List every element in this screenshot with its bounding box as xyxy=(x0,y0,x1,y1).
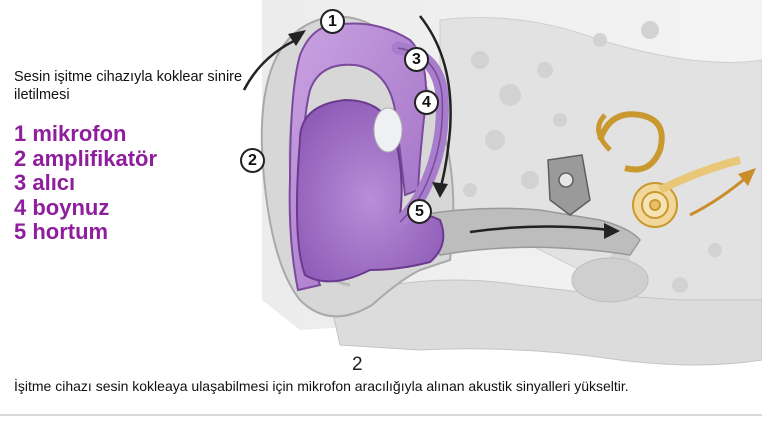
marker-amplifier: 2 xyxy=(240,148,265,173)
diagram-title: Sesin işitme cihazıyla koklear sinire il… xyxy=(14,68,264,104)
legend: 1 mikrofon 2 amplifikatör 3 alıcı 4 boyn… xyxy=(14,122,157,245)
caption: İşitme cihazı sesin kokleaya ulaşabilmes… xyxy=(14,378,634,395)
footer-divider xyxy=(0,414,762,416)
marker-horn: 4 xyxy=(414,90,439,115)
marker-receiver: 3 xyxy=(404,47,429,72)
legend-item-amplifier: 2 amplifikatör xyxy=(14,147,157,172)
legend-item-receiver: 3 alıcı xyxy=(14,171,157,196)
cartilage-highlight xyxy=(374,108,402,152)
marker-amplifier-bottom: 2 xyxy=(352,354,363,376)
mastoid-bump xyxy=(572,258,648,302)
legend-item-microphone: 1 mikrofon xyxy=(14,122,157,147)
legend-item-horn: 4 boynuz xyxy=(14,196,157,221)
marker-microphone: 1 xyxy=(320,9,345,34)
marker-hose: 5 xyxy=(407,199,432,224)
legend-item-hose: 5 hortum xyxy=(14,220,157,245)
